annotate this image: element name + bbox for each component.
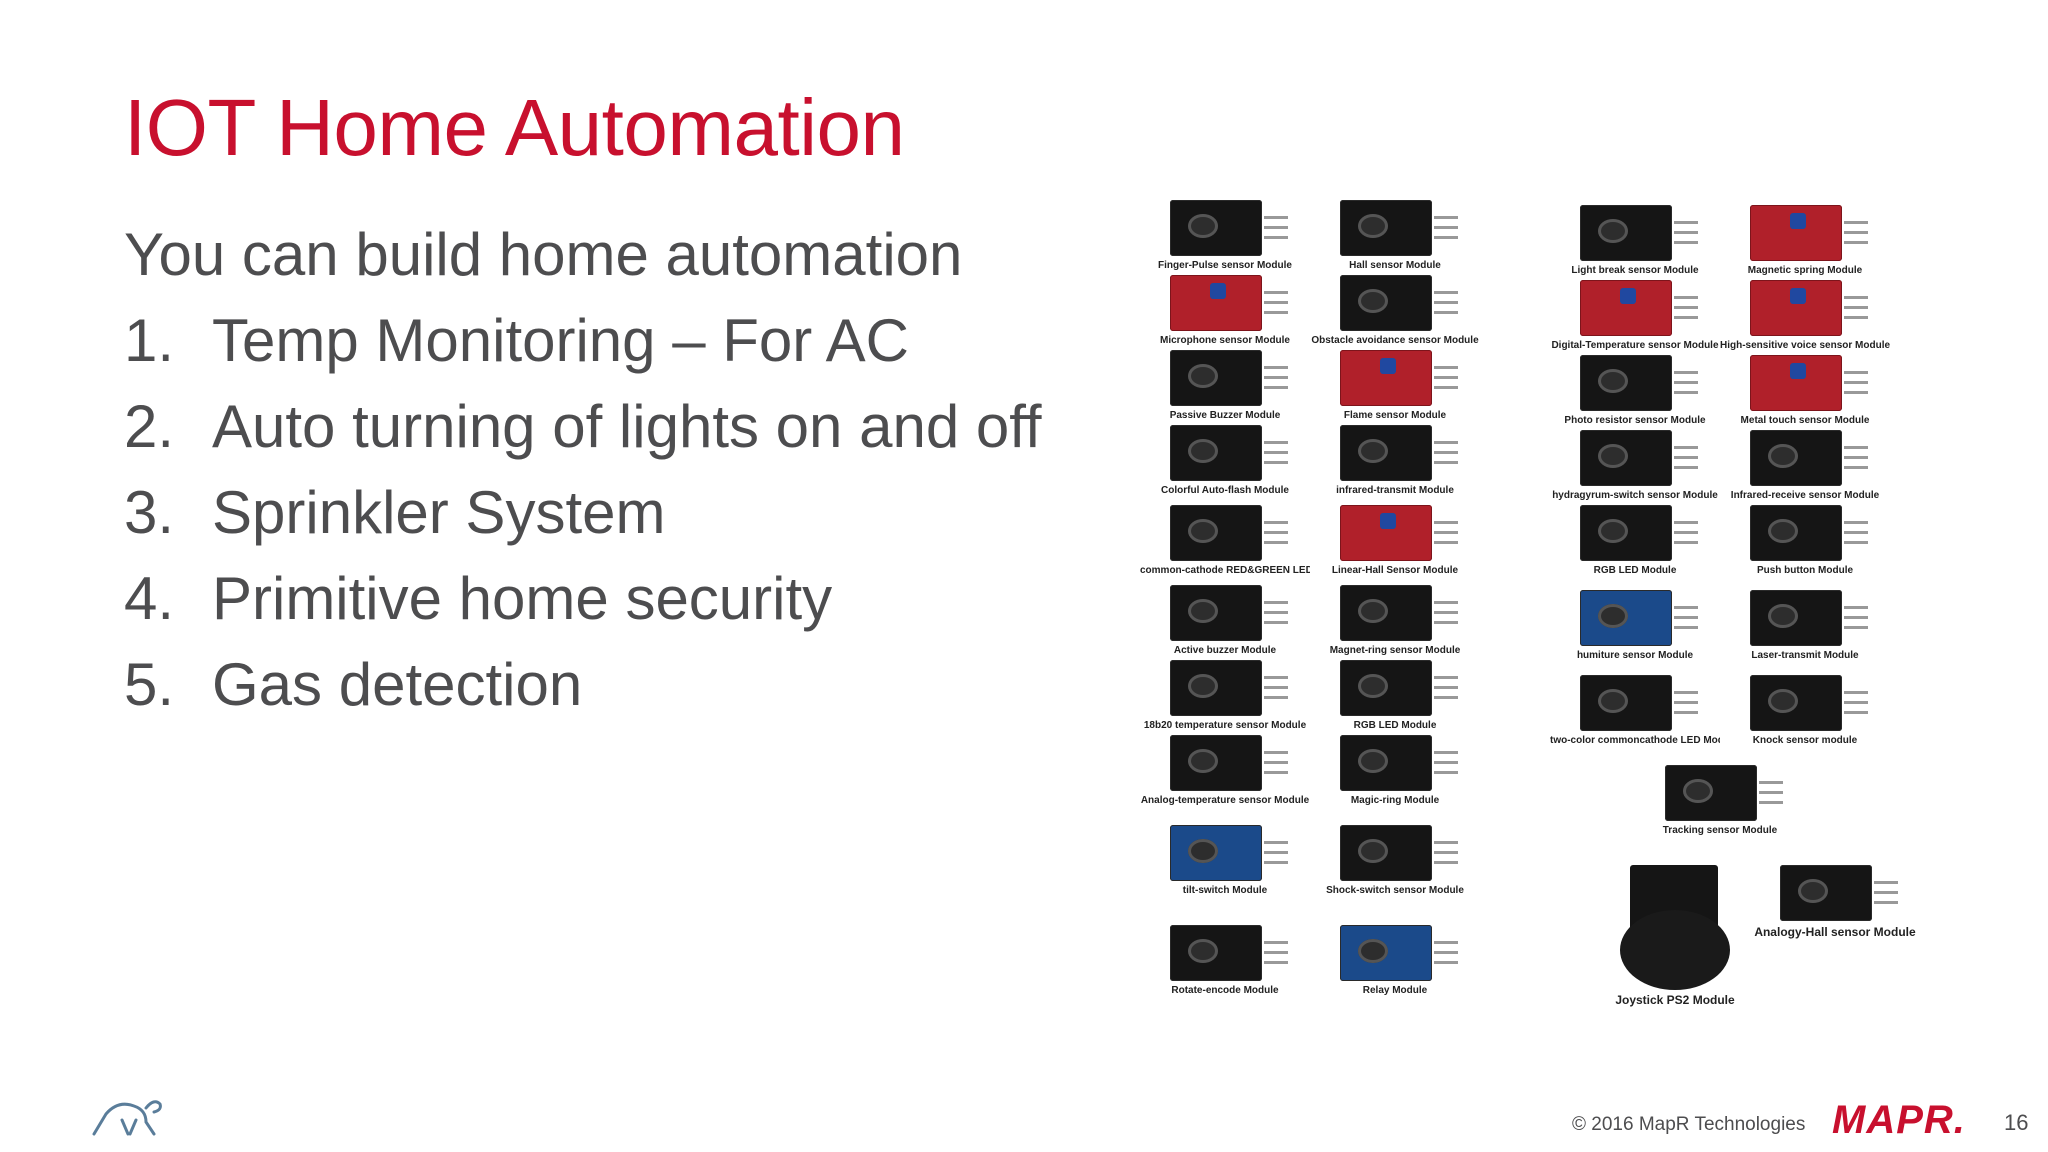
sensor-module: tilt-switch Module: [1140, 825, 1310, 901]
sensor-module: Passive Buzzer Module: [1140, 350, 1310, 426]
list-item: 1. Temp Monitoring – For AC: [124, 298, 1104, 384]
sensor-module: Magnetic spring Module: [1720, 205, 1890, 281]
list-text: Auto turning of lights on and off: [212, 393, 1042, 460]
slide-body: You can build home automation 1. Temp Mo…: [124, 212, 1104, 728]
sensor-module: hydragyrum-switch sensor Module: [1550, 430, 1720, 506]
sensor-module: Flame sensor Module: [1310, 350, 1480, 426]
sensor-module: infrared-transmit Module: [1310, 425, 1480, 501]
sensor-module: Light break sensor Module: [1550, 205, 1720, 281]
sensor-module: Tracking sensor Module: [1635, 765, 1805, 841]
list-number: 5.: [124, 651, 175, 718]
sensor-module: Hall sensor Module: [1310, 200, 1480, 276]
sensor-module: Push button Module: [1720, 505, 1890, 581]
copyright-text: © 2016 MapR Technologies: [1572, 1114, 1806, 1135]
list-item: 5. Gas detection: [124, 642, 1104, 728]
sensor-module: Colorful Auto-flash Module: [1140, 425, 1310, 501]
sensor-module: Digital-Temperature sensor Module: [1550, 280, 1720, 356]
sensor-module: High-sensitive voice sensor Module: [1720, 280, 1890, 356]
sensor-module: Magnet-ring sensor Module: [1310, 585, 1480, 661]
joystick-module: Joystick PS2 Module: [1610, 865, 1740, 1007]
slide-title: IOT Home Automation: [124, 83, 905, 172]
sensor-module: Magic-ring Module: [1310, 735, 1480, 811]
list-number: 4.: [124, 565, 175, 632]
elephant-logo-icon: [92, 1100, 162, 1136]
automation-list: 1. Temp Monitoring – For AC 2. Auto turn…: [124, 298, 1104, 728]
sensor-module: Photo resistor sensor Module: [1550, 355, 1720, 431]
sensor-module: Linear-Hall Sensor Module: [1310, 505, 1480, 581]
sensor-modules-image: Finger-Pulse sensor Module Hall sensor M…: [1140, 200, 1960, 1040]
sensor-module: 18b20 temperature sensor Module: [1140, 660, 1310, 736]
list-number: 3.: [124, 479, 175, 546]
sensor-module: Analogy-Hall sensor Module: [1750, 865, 1920, 941]
sensor-module: Infrared-receive sensor Module: [1720, 430, 1890, 506]
sensor-module: Analog-temperature sensor Module: [1140, 735, 1310, 811]
list-text: Gas detection: [212, 651, 583, 718]
list-item: 3. Sprinkler System: [124, 470, 1104, 556]
list-text: Primitive home security: [212, 565, 833, 632]
sensor-module: Microphone sensor Module: [1140, 275, 1310, 351]
mapr-logo: MAPR.: [1832, 1098, 1966, 1142]
sensor-module: Relay Module: [1310, 925, 1480, 1001]
list-number: 2.: [124, 393, 175, 460]
sensor-module: RGB LED Module: [1550, 505, 1720, 581]
intro-text: You can build home automation: [124, 221, 963, 288]
sensor-module: Active buzzer Module: [1140, 585, 1310, 661]
sensor-module: Metal touch sensor Module: [1720, 355, 1890, 431]
sensor-module: humiture sensor Module: [1550, 590, 1720, 666]
sensor-module: two-color commoncathode LED Module: [1550, 675, 1720, 751]
page-number: 16: [2004, 1110, 2029, 1135]
sensor-module: Shock-switch sensor Module: [1310, 825, 1480, 901]
sensor-module: RGB LED Module: [1310, 660, 1480, 736]
sensor-module: Laser-transmit Module: [1720, 590, 1890, 666]
list-text: Temp Monitoring – For AC: [212, 307, 909, 374]
sensor-module: Rotate-encode Module: [1140, 925, 1310, 1001]
sensor-module: Obstacle avoidance sensor Module: [1310, 275, 1480, 351]
list-item: 4. Primitive home security: [124, 556, 1104, 642]
list-item: 2. Auto turning of lights on and off: [124, 384, 1104, 470]
sensor-module: Finger-Pulse sensor Module: [1140, 200, 1310, 276]
sensor-module: Knock sensor module: [1720, 675, 1890, 751]
sensor-module: common-cathode RED&GREEN LED Module: [1140, 505, 1310, 581]
list-text: Sprinkler System: [212, 479, 666, 546]
list-number: 1.: [124, 307, 175, 374]
